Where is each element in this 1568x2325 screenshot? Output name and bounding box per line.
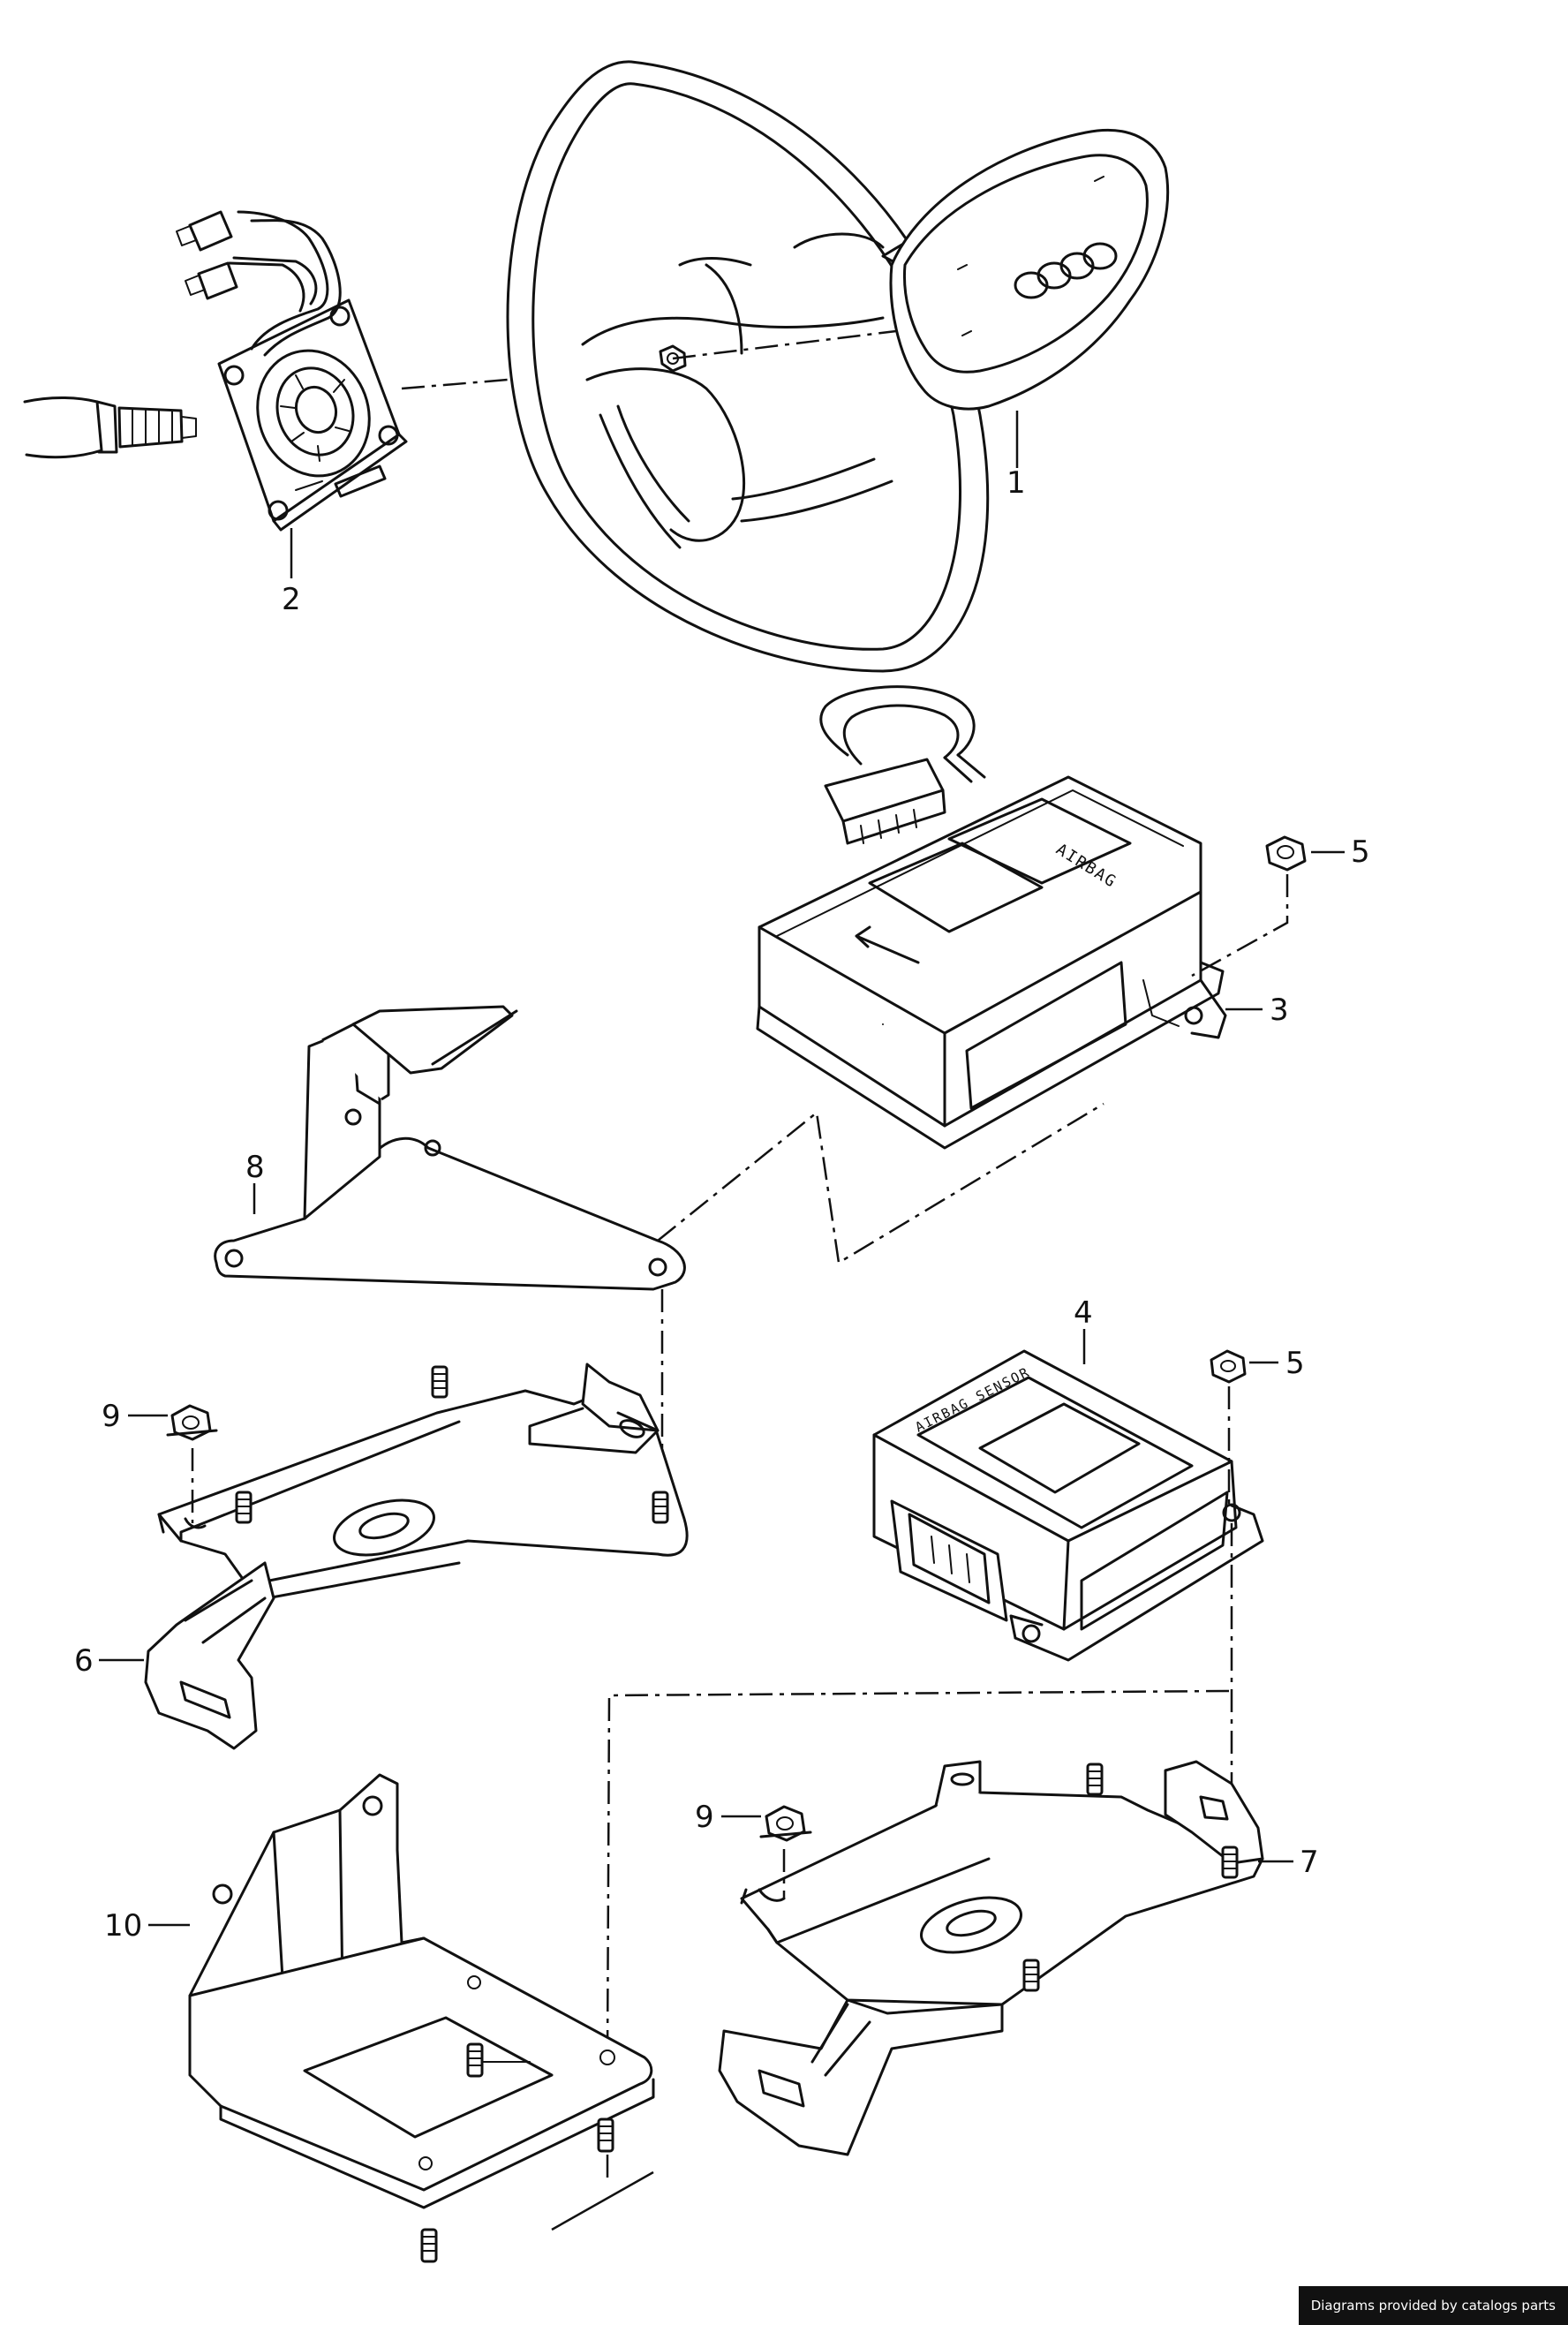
airbag-control-unit: AIRBAG	[756, 685, 1227, 1150]
callout-7: 7	[1300, 1845, 1319, 1880]
callout-6: 6	[74, 1643, 94, 1679]
callout-8: 8	[245, 1150, 265, 1185]
stud-bolts-7	[1022, 1763, 1239, 1992]
flange-nut-right	[759, 1805, 812, 1898]
callout-4: 4	[1074, 1295, 1093, 1331]
mounting-bracket-6	[144, 1363, 689, 1750]
bracket-8	[214, 1005, 884, 1291]
callout-10: 10	[104, 1908, 142, 1944]
credit-badge: Diagrams provided by catalogs parts	[1298, 2286, 1568, 2325]
clock-spring-slip-ring	[176, 210, 408, 532]
callout-5-lower: 5	[1285, 1346, 1305, 1381]
hex-nut-upper	[1191, 835, 1307, 978]
mounting-link-line	[657, 1102, 1104, 1265]
base-link-line	[606, 1689, 1230, 2058]
base-bracket-10	[188, 1773, 655, 2263]
callout-2: 2	[282, 582, 301, 617]
steering-column-shaft	[23, 396, 197, 459]
stud-bolts-10	[420, 2042, 614, 2263]
stud-bolts-6	[235, 1365, 669, 1524]
callout-9-right: 9	[695, 1800, 714, 1835]
flange-nut-left	[166, 1404, 218, 1523]
steering-wheel	[506, 60, 990, 673]
callout-5-upper: 5	[1351, 834, 1370, 870]
hex-nut-lower	[1210, 1349, 1247, 1506]
callout-9-left: 9	[102, 1399, 121, 1434]
mounting-bracket-7	[718, 1760, 1264, 2156]
airbag-unit-driver	[881, 128, 1170, 411]
callout-1: 1	[1006, 465, 1026, 501]
callout-3: 3	[1270, 993, 1289, 1028]
assembly-axis-line	[401, 329, 897, 390]
callout-leaders	[99, 411, 1345, 1927]
airbag-sensor: AIRBAG SENSOR	[872, 1349, 1264, 1662]
callout-numbers: 1 2 3 4 5 5 6 7 8 9 9 10	[74, 465, 1370, 1944]
audi-rings-logo	[1014, 242, 1118, 299]
